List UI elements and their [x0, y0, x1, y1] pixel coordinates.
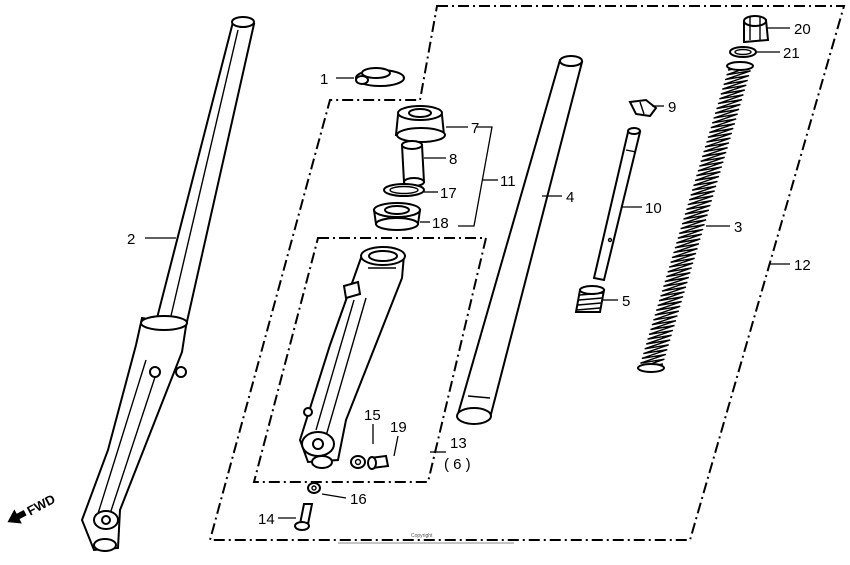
assembly-frame-outline — [208, 5, 846, 541]
callout-20: 20 — [794, 21, 811, 38]
forward-direction-indicator: FWD — [7, 491, 58, 524]
callout-13: 13 — [450, 435, 467, 452]
callout-14: 14 — [258, 511, 275, 528]
callout-11: 11 — [500, 173, 516, 190]
callout-3: 3 — [734, 219, 742, 236]
subassembly-frame-outline — [252, 237, 488, 483]
sealing-washer-small — [307, 482, 321, 494]
callout-16: 16 — [350, 491, 367, 508]
leader-lines — [145, 27, 790, 519]
piston-ring — [628, 98, 658, 118]
forward-label: FWD — [25, 491, 58, 518]
callout-12: 12 — [794, 257, 811, 274]
sealing-washer — [350, 455, 366, 469]
o-ring — [729, 46, 757, 58]
callout-1: 1 — [320, 71, 328, 88]
callout-10: 10 — [645, 200, 662, 217]
callout-13-quantity: ( 6 ) — [444, 456, 471, 473]
callout-5: 5 — [622, 293, 630, 310]
drain-bolt — [367, 454, 390, 470]
callout-4: 4 — [566, 189, 574, 206]
callout-7: 7 — [471, 120, 479, 137]
fork-pipe — [456, 55, 584, 425]
fork-leg-assembly — [80, 16, 256, 552]
bottom-case — [298, 246, 406, 469]
callout-19: 19 — [390, 419, 407, 436]
slide-bushing — [400, 140, 426, 187]
callout-21: 21 — [783, 45, 800, 62]
callout-15: 15 — [364, 407, 381, 424]
forward-arrow-icon — [7, 509, 27, 524]
callout-9: 9 — [668, 99, 676, 116]
copyright-notice: Copyright — [411, 533, 433, 539]
fork-bolt — [743, 15, 770, 44]
fork-spring — [637, 61, 754, 373]
fork-piston — [592, 127, 642, 282]
socket-bolt — [294, 503, 314, 531]
circlip — [383, 183, 425, 197]
oil-seal — [372, 202, 422, 231]
dust-seal — [394, 105, 446, 143]
callout-8: 8 — [449, 151, 457, 168]
callout-17: 17 — [440, 185, 457, 202]
fork-cover-ring — [355, 67, 405, 87]
rebound-spring — [574, 285, 606, 313]
callout-2: 2 — [127, 231, 135, 248]
callout-18: 18 — [432, 215, 449, 232]
